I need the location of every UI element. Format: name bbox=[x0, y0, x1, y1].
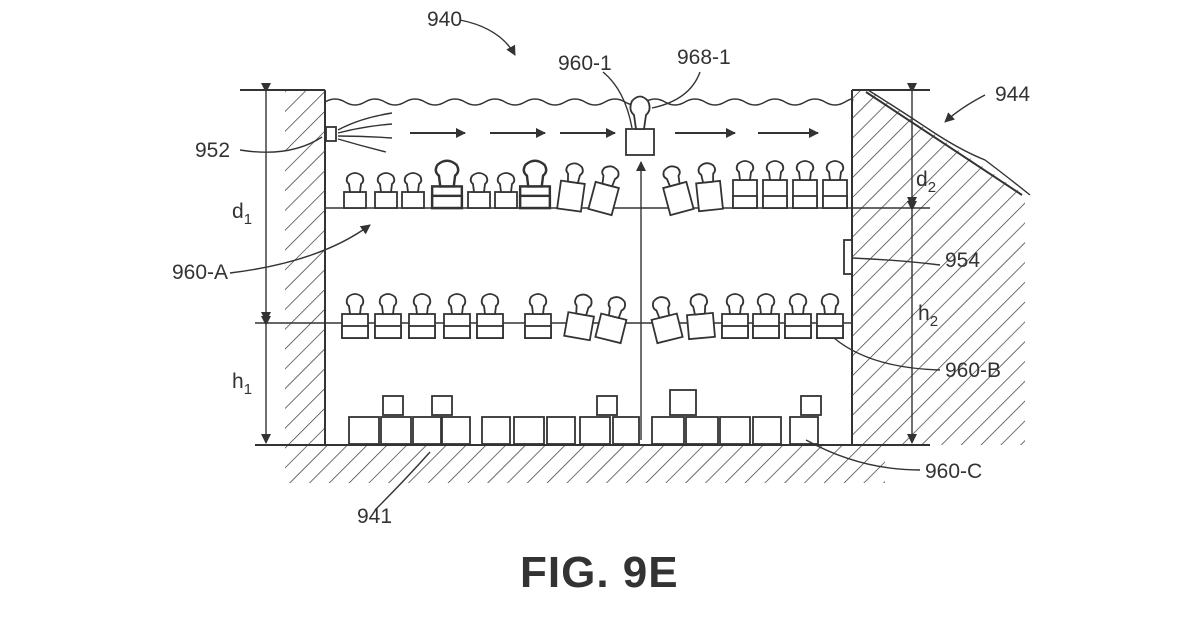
leader-lines bbox=[229, 19, 986, 511]
reference-labels: 940 960-1 968-1 944 952 960-A 954 960-B … bbox=[172, 8, 1030, 528]
container-outline bbox=[240, 89, 1031, 446]
sprayer bbox=[325, 112, 393, 153]
tier-b-plants bbox=[341, 293, 844, 345]
tier-a-plants bbox=[343, 159, 848, 217]
sensor bbox=[843, 239, 853, 275]
label-960-a: 960-A bbox=[172, 261, 228, 284]
label-968-1: 968-1 bbox=[677, 46, 731, 69]
dimension-lines bbox=[255, 83, 930, 444]
dim-h1: h1 bbox=[232, 370, 252, 398]
label-960-1: 960-1 bbox=[558, 52, 612, 75]
label-941: 941 bbox=[357, 505, 392, 528]
figure-caption: FIG. 9E bbox=[520, 548, 679, 597]
label-944: 944 bbox=[995, 83, 1030, 106]
label-940: 940 bbox=[427, 8, 462, 31]
dim-d1: d1 bbox=[232, 200, 252, 228]
label-960-c: 960-C bbox=[925, 460, 982, 483]
dimension-labels: d1 h1 d2 h2 bbox=[232, 168, 938, 398]
label-960-b: 960-B bbox=[945, 359, 1001, 382]
ground-hatching bbox=[285, 90, 1025, 483]
label-954: 954 bbox=[945, 249, 980, 272]
water-surface bbox=[324, 98, 854, 106]
plant-unit-960-1 bbox=[625, 95, 655, 156]
dim-h2: h2 bbox=[918, 302, 938, 330]
tier-c-boxes bbox=[348, 389, 822, 445]
label-952: 952 bbox=[195, 139, 230, 162]
dim-d2: d2 bbox=[916, 168, 936, 196]
